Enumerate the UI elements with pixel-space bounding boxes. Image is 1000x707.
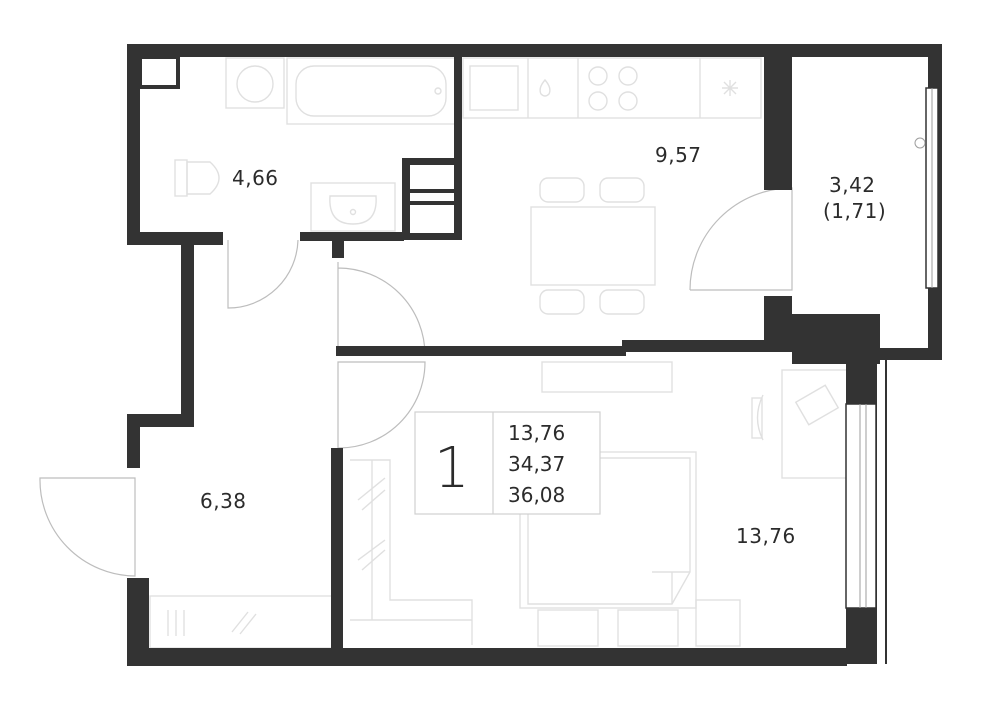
bathroom-door [227,239,299,309]
washing-machine [225,57,285,109]
total-area-value: 34,37 [508,452,565,476]
tv-stand [541,361,673,393]
wardrobe [350,459,473,645]
kitchen-counter [462,57,762,119]
bathtub [286,57,456,125]
summary-box [414,411,601,515]
bed [519,451,741,647]
doors [39,187,793,577]
living-area-value: 13,76 [508,421,565,445]
bathroom-area-label: 4,66 [232,166,279,190]
desk [751,369,849,479]
kitchen-door [337,262,426,356]
entrance-door [39,477,136,577]
loggia-area-reduced-label: (1,71) [823,199,886,223]
dining-table [530,177,656,315]
toilet [174,159,220,197]
loggia-area-label: 3,42 [829,173,876,197]
hall-area-label: 6,38 [200,489,247,513]
hall-wardrobe [149,595,333,649]
room-count: 1 [434,436,470,501]
walls [127,44,942,666]
total-area-with-loggia-value: 36,08 [508,483,565,507]
windows [845,87,939,609]
furniture-layer [149,57,849,649]
kitchen-area-label: 9,57 [655,143,702,167]
sink [310,182,396,232]
loggia-door [689,187,793,291]
bedroom-door [337,361,426,449]
bedroom-area-label: 13,76 [736,524,796,548]
